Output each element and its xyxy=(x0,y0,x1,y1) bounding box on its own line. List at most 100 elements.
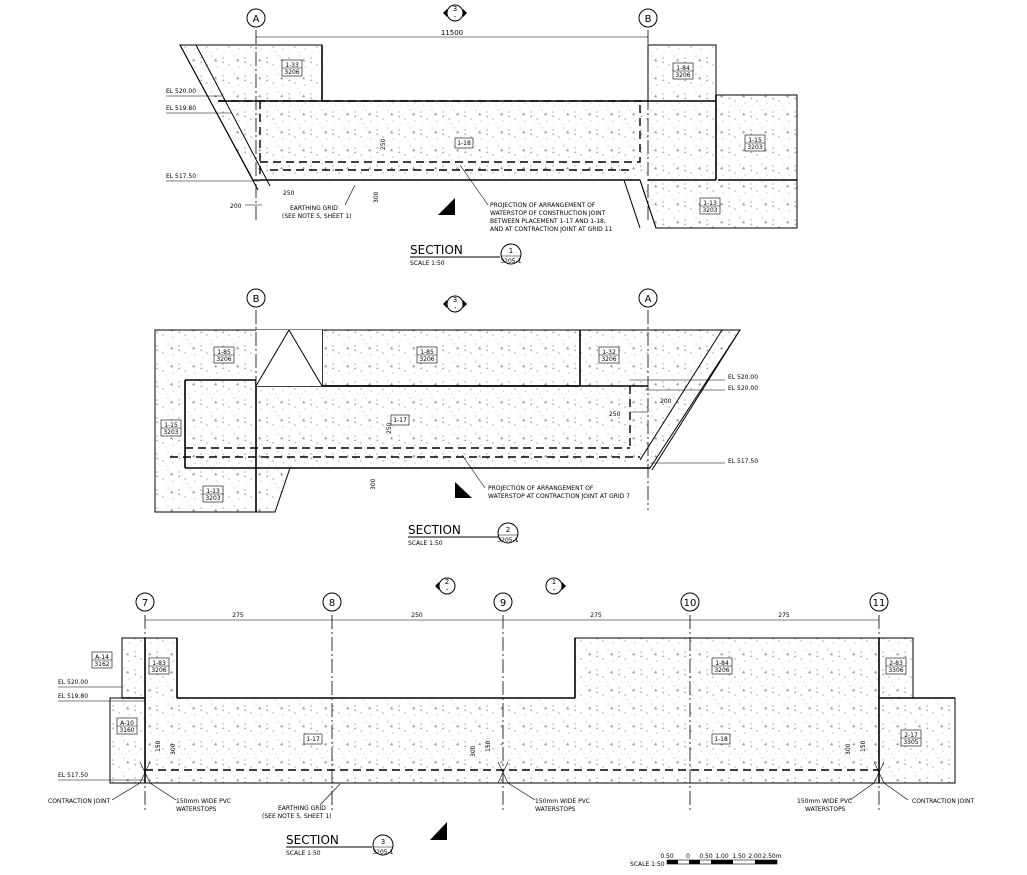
svg-text:A: A xyxy=(253,14,260,25)
tag-1-32: 1-32 3206 xyxy=(598,346,620,364)
svg-text:10: 10 xyxy=(684,598,697,609)
grid-bubble-8: 8 xyxy=(322,592,342,612)
dim-label: 200 xyxy=(660,398,672,405)
svg-text:SECTION: SECTION xyxy=(410,243,463,257)
tag-1-33: 1-33 3206 xyxy=(281,59,303,77)
dim-label: 300 xyxy=(470,745,477,757)
svg-text:A-14: A-14 xyxy=(95,654,109,661)
note-contraction-joint: CONTRACTION JOINT xyxy=(912,798,974,805)
grid-bubble-a: A xyxy=(638,288,658,308)
svg-text:B: B xyxy=(253,294,260,305)
elevation-label: EL 517.50 xyxy=(166,173,196,180)
svg-text:3205-1: 3205-1 xyxy=(497,537,518,544)
tag-1-13: 1-13 3203 xyxy=(699,197,721,215)
dim-label: 250 xyxy=(386,422,393,434)
dim-label: 275 xyxy=(590,612,602,619)
svg-text:1-33: 1-33 xyxy=(285,62,299,69)
svg-text:1-17: 1-17 xyxy=(306,736,320,743)
grid-bubble-b: B xyxy=(246,288,266,308)
svg-text:0: 0 xyxy=(686,853,690,860)
svg-text:3305: 3305 xyxy=(903,739,918,746)
note-projection: WATERSTOP OF CONSTRUCTION JOINT xyxy=(490,210,606,217)
svg-text:1-83: 1-83 xyxy=(152,660,166,667)
section-marker-1: 1 - xyxy=(545,577,566,595)
svg-text:SCALE 1:50: SCALE 1:50 xyxy=(410,260,445,267)
note-projection: PROJECTION OF ARRANGEMENT OF xyxy=(490,202,596,209)
grid-bubble-7: 7 xyxy=(135,592,155,612)
elevation-label: EL 519.80 xyxy=(58,693,88,700)
svg-text:1-85: 1-85 xyxy=(217,349,231,356)
svg-text:3: 3 xyxy=(453,5,457,13)
elevation-label: EL 520.00 xyxy=(58,679,88,686)
svg-text:-: - xyxy=(446,586,449,594)
section-title: SECTION SCALE 1:50 1 3205-1 xyxy=(410,243,522,267)
section-marker-2: 2 - xyxy=(435,577,456,595)
svg-text:9: 9 xyxy=(500,598,506,609)
svg-text:-: - xyxy=(454,304,457,312)
tag-1-84: 1-84 3206 xyxy=(711,657,733,675)
svg-text:SECTION: SECTION xyxy=(408,523,461,537)
svg-text:1.50: 1.50 xyxy=(732,853,746,860)
section-3: 7 8 9 10 11 2 - 1 - xyxy=(48,577,974,857)
svg-text:1-18: 1-18 xyxy=(457,140,471,147)
svg-text:1-18: 1-18 xyxy=(714,736,728,743)
note-pvc-waterstops: 150mm WIDE PVC xyxy=(176,798,231,805)
note-pvc-waterstops: WATERSTOPS xyxy=(535,806,576,813)
section-2: B A 3 - EL 520.00 EL 520.00 EL 517.50 1-… xyxy=(154,288,758,547)
svg-text:1-15: 1-15 xyxy=(748,137,762,144)
elevation-label: EL 520.00 xyxy=(166,88,196,95)
grid-bubble-11: 11 xyxy=(869,592,889,612)
placement-1-18: 1-18 xyxy=(454,137,474,149)
grid-bubble-9: 9 xyxy=(493,592,513,612)
svg-text:3203: 3203 xyxy=(702,207,717,214)
svg-text:1-15: 1-15 xyxy=(164,422,178,429)
svg-text:B: B xyxy=(645,14,652,25)
svg-text:3206: 3206 xyxy=(284,69,299,76)
svg-text:3206: 3206 xyxy=(675,72,690,79)
tag-a-14: A-14 3162 xyxy=(91,651,113,669)
svg-text:1-17: 1-17 xyxy=(393,417,407,424)
tag-1-83: 1-83 3206 xyxy=(148,657,170,675)
dim-label: 150 xyxy=(485,740,492,752)
svg-text:3203: 3203 xyxy=(205,495,220,502)
svg-text:3205-1: 3205-1 xyxy=(372,849,393,856)
svg-text:1-84: 1-84 xyxy=(676,65,690,72)
tag-2-83: 2-83 3306 xyxy=(885,657,907,675)
svg-text:2.00: 2.00 xyxy=(748,853,762,860)
tag-1-84: 1-84 3206 xyxy=(672,62,694,80)
dim-label: 250 xyxy=(380,138,387,150)
note-pvc-waterstops: WATERSTOPS xyxy=(805,806,846,813)
dim-label: 150 xyxy=(860,740,867,752)
svg-text:2-17: 2-17 xyxy=(904,732,918,739)
svg-text:3206: 3206 xyxy=(714,667,729,674)
svg-text:3: 3 xyxy=(453,296,457,304)
svg-text:1-13: 1-13 xyxy=(703,200,717,207)
placement-1-18: 1-18 xyxy=(711,733,731,745)
svg-text:0.50: 0.50 xyxy=(660,853,674,860)
svg-text:-: - xyxy=(553,586,556,594)
note-projection: PROJECTION OF ARRANGEMENT OF xyxy=(488,485,594,492)
dim-label: 250 xyxy=(609,411,621,418)
note-earthing: EARTHING GRID xyxy=(290,205,338,212)
svg-text:3306: 3306 xyxy=(888,667,903,674)
svg-text:1: 1 xyxy=(552,578,556,586)
elevation-label: EL 519.80 xyxy=(166,105,196,112)
note-projection: WATERSTOP AT CONTRACTION JOINT AT GRID 7 xyxy=(488,493,630,500)
note-pvc-waterstops: 150mm WIDE PVC xyxy=(535,798,590,805)
svg-text:SECTION: SECTION xyxy=(286,833,339,847)
svg-text:1.00: 1.00 xyxy=(715,853,729,860)
svg-text:8: 8 xyxy=(329,598,335,609)
svg-text:1: 1 xyxy=(509,247,513,255)
note-earthing: EARTHING GRID xyxy=(278,805,326,812)
elevation-label: EL 520.00 xyxy=(728,385,758,392)
svg-text:2: 2 xyxy=(506,526,510,534)
svg-text:SCALE 1:50: SCALE 1:50 xyxy=(408,540,443,547)
svg-text:3203: 3203 xyxy=(747,144,762,151)
placement-1-17: 1-17 xyxy=(303,733,323,745)
elevation-label: EL 520.00 xyxy=(728,374,758,381)
grid-bubble-a: A xyxy=(246,8,266,28)
grid-bubble-10: 10 xyxy=(680,592,700,612)
svg-text:7: 7 xyxy=(142,598,148,609)
section-title: SECTION SCALE 1:50 2 3205-1 xyxy=(408,522,519,547)
note-pvc-waterstops: WATERSTOPS xyxy=(176,806,217,813)
